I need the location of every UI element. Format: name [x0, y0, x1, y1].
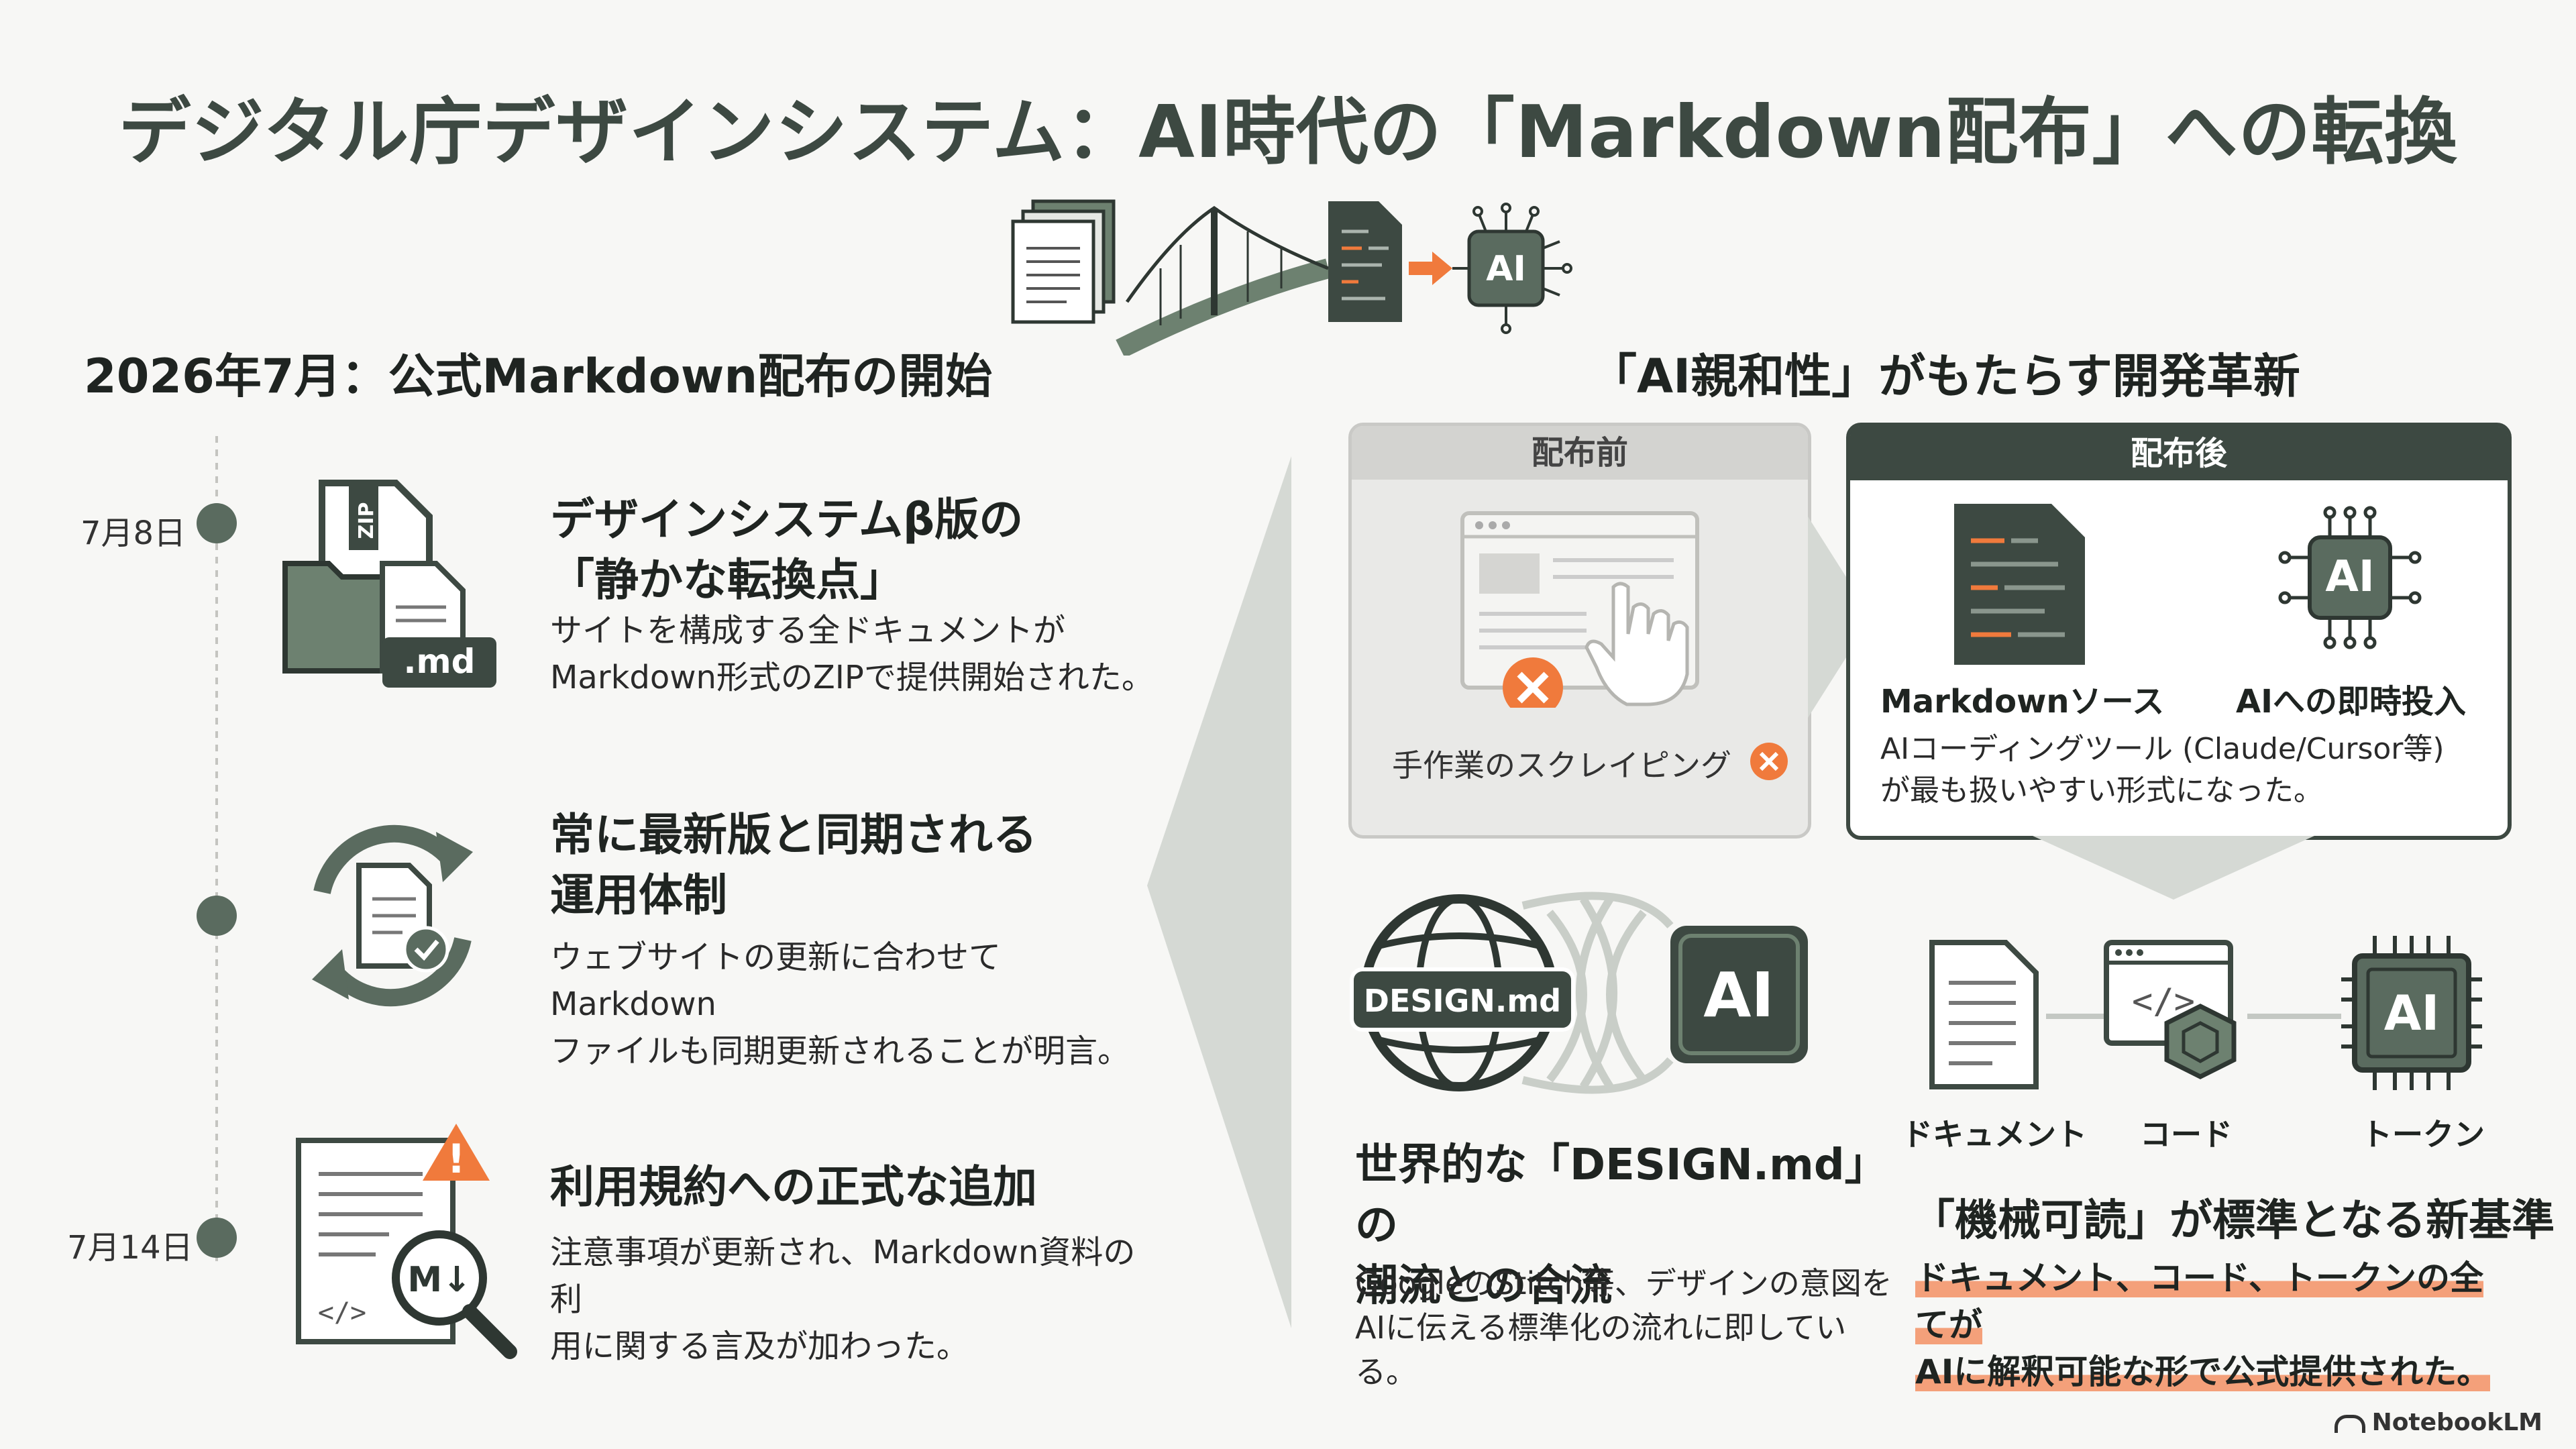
after-panel: 配布後 AI Markdownソース AIへの即時投入 AIコーディングツール … [1846, 423, 2512, 840]
highlight-line-2: AIに解釈可能な形で公式提供された。 [1915, 1352, 2491, 1391]
ai-chip-icon: AI [2278, 506, 2422, 649]
item3-heading: 利用規約への正式な追加 [550, 1161, 1037, 1213]
token-chip-icon: AI [2341, 936, 2482, 1090]
bridge-icon [1116, 205, 1331, 356]
after-body: AIコーディングツール (Claude/Cursor等) が最も扱いやすい形式に… [1880, 732, 2445, 808]
svg-text:</>: </> [318, 1297, 366, 1328]
notebooklm-logo-icon [2334, 1414, 2365, 1433]
machine-readable-illustration: </> AI [1929, 936, 2482, 1090]
hero-illustration: AI [1011, 199, 1572, 356]
timeline-line [215, 436, 218, 1261]
code-label: コード [2140, 1116, 2233, 1152]
svg-text:DESIGN.md: DESIGN.md [1364, 983, 1561, 1019]
svg-text:AI: AI [1703, 959, 1774, 1031]
markdown-source-icon [1954, 504, 2085, 665]
x-mark-icon [1750, 743, 1788, 780]
svg-text:!: ! [447, 1136, 465, 1183]
left-section-heading: 2026年7月：公式Markdown配布の開始 [84, 349, 993, 404]
page-title: デジタル庁デザインシステム：AI時代の「Markdown配布」への転換 [118, 91, 2458, 174]
item3-body: 注意事項が更新され、Markdown資料の利 用に関する言及が加わった。 [550, 1234, 1136, 1365]
markdown-file-icon [1328, 201, 1402, 322]
timeline-date-1: 7月8日 [80, 515, 186, 552]
terms-document-icon: </> ! M↓ [296, 1124, 517, 1359]
before-after-arrow [1808, 517, 1872, 718]
document-icon [1929, 940, 2039, 1089]
svg-text:AI: AI [1486, 249, 1526, 289]
notebooklm-brand: NotebookLM [2334, 1409, 2542, 1436]
ai-instant-label: AIへの即時投入 [2236, 683, 2467, 720]
design-body: GoogleのStitch等、デザインの意図を AIに伝える標準化の流れに即して… [1355, 1265, 1892, 1390]
ai-chip-icon: AI [1452, 203, 1572, 334]
after-down-pointer [2033, 836, 2314, 900]
highlight-line-1: ドキュメント、コード、トークンの全てが [1915, 1258, 2483, 1344]
markdown-source-label: Markdownソース [1880, 683, 2165, 720]
machine-heading: 「機械可読」が標準となる新基準 [1912, 1196, 2555, 1246]
after-label: 配布後 [1850, 427, 2508, 480]
timeline-dot-3 [197, 1218, 237, 1258]
expand-connector [1147, 456, 1291, 1328]
scraping-icon [1460, 511, 1699, 708]
svg-text:ZIP: ZIP [355, 502, 378, 539]
svg-text:.md: .md [404, 642, 476, 681]
design-heading: 世界的な「DESIGN.md」の 潮流との合流 [1355, 1140, 1888, 1311]
token-label: トークン [2361, 1116, 2485, 1152]
before-panel: 配布前 手作業のスクレイピング [1348, 423, 1811, 839]
item2-body: ウェブサイトの更新に合わせてMarkdown ファイルも同期更新されることが明言… [550, 938, 1130, 1070]
sync-document-icon [312, 824, 473, 1007]
machine-highlight: ドキュメント、コード、トークンの全てが AIに解釈可能な形で公式提供された。 [1915, 1254, 2506, 1395]
item2-heading: 常に最新版と同期される 運用体制 [550, 809, 1037, 921]
code-window-icon: </> [2104, 940, 2237, 1079]
timeline-dot-1 [197, 503, 237, 543]
zip-md-file-icon: ZIP .md [282, 480, 496, 688]
before-label: 配布前 [1352, 426, 1808, 480]
connection-waves-icon [1521, 892, 1674, 1094]
svg-text:AI: AI [2325, 552, 2374, 602]
design-md-illustration: DESIGN.md AI [1350, 892, 1808, 1094]
item1-body: サイトを構成する全ドキュメントが Markdown形式のZIPで提供開始された。 [550, 612, 1154, 696]
before-caption: 手作業のスクレイピング [1392, 747, 1731, 784]
svg-text:M↓: M↓ [407, 1260, 471, 1300]
right-section-heading: 「AI親和性」がもたらす開発革新 [1590, 349, 2300, 404]
timeline-date-3: 7月14日 [67, 1229, 193, 1267]
doc-label: ドキュメント [1902, 1116, 2087, 1152]
arrow-right-icon [1409, 252, 1452, 285]
svg-text:AI: AI [2384, 985, 2440, 1041]
item1-heading: デザインシステムβ版の 「静かな転換点」 [550, 494, 1024, 606]
timeline-dot-2 [197, 896, 237, 936]
document-stack-icon [1011, 199, 1116, 324]
